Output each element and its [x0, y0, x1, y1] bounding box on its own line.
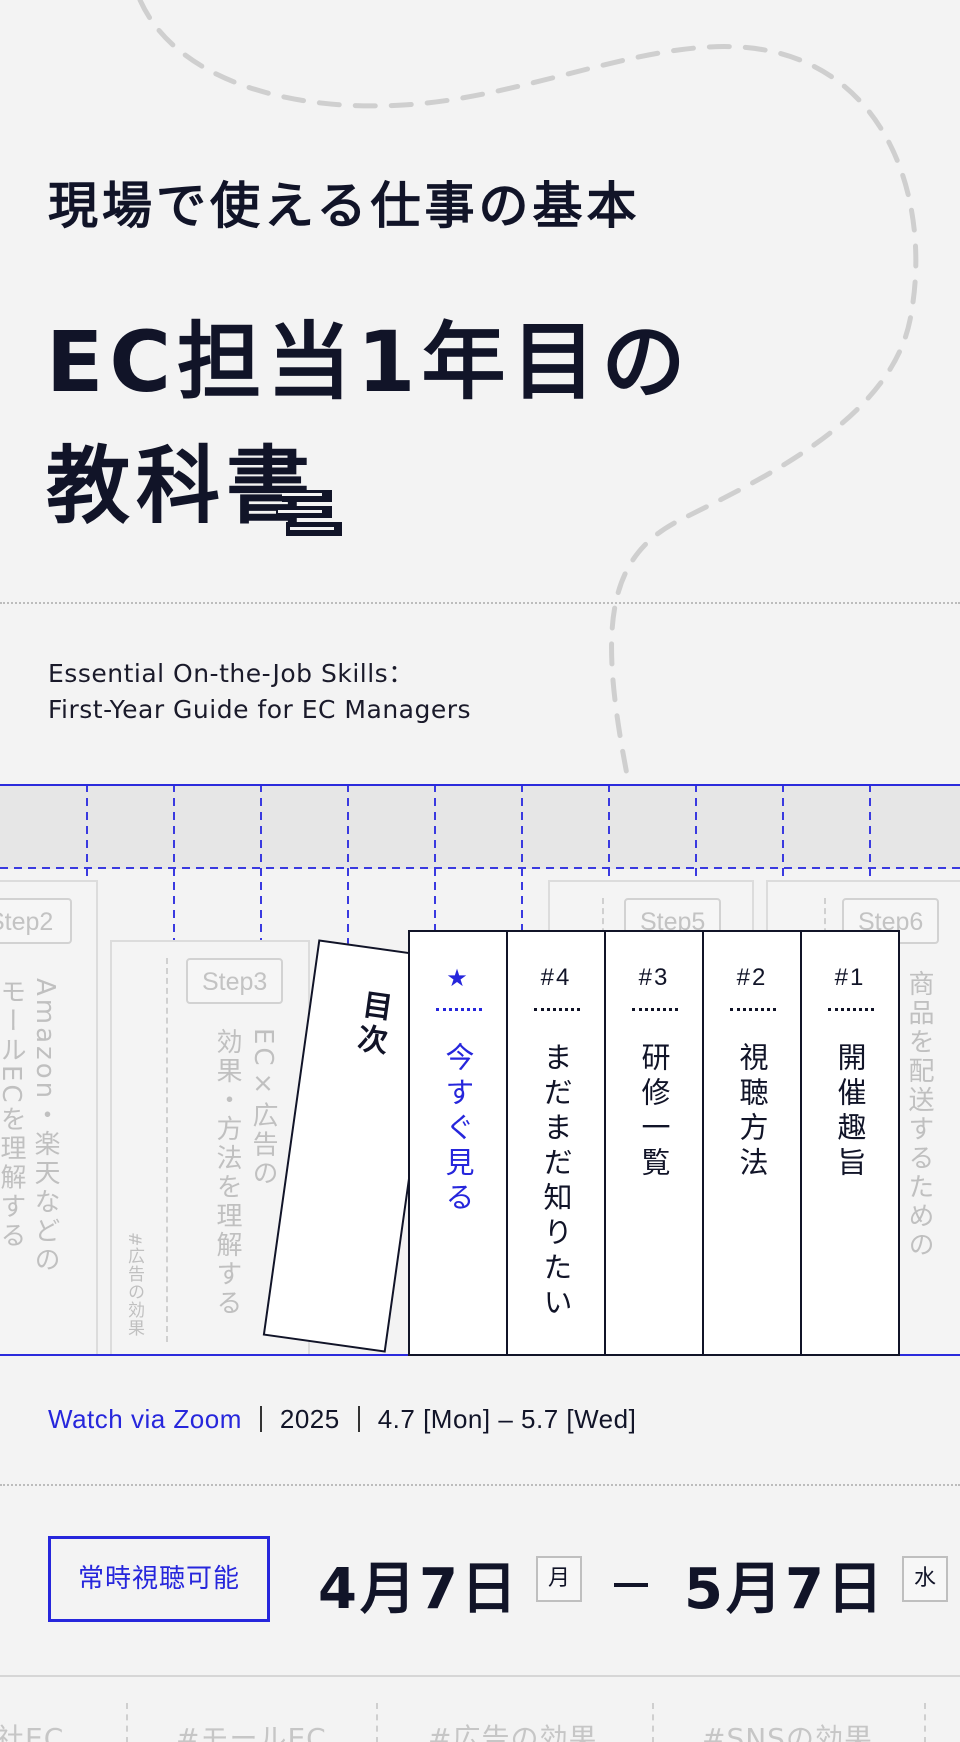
platform-text: Watch via Zoom [48, 1404, 242, 1434]
title-line-2-wrap: 教科書 [46, 424, 342, 548]
nav-books: ★ 今すぐ見る #4 まだまだ知りたい #3 研修一覧 #2 視聴方法 #1 開… [408, 930, 900, 1356]
step3-tag: Step3 [186, 958, 284, 1004]
step2-tag: Step2 [0, 898, 72, 944]
end-date: 5月7日 [684, 1557, 886, 1622]
decorative-curve [137, 0, 919, 790]
date-range-dash [614, 1583, 648, 1587]
title-line-2: 教科書 [46, 437, 317, 535]
always-available-badge: 常時視聴可能 [48, 1536, 270, 1622]
nav-how-to-watch[interactable]: #2 視聴方法 [702, 930, 802, 1356]
divider [0, 1484, 960, 1486]
hashtag-row: 社EC #モールEC #広告の効果 #SNSの効果 [0, 1675, 960, 1742]
hashtag-item[interactable]: 社EC [0, 1722, 65, 1742]
title-line-1: EC担当1年目の [46, 313, 692, 411]
toc-label: 目次 [349, 987, 394, 1060]
year-text: 2025 [279, 1404, 340, 1434]
nav-separator [730, 1008, 776, 1011]
page-subtitle: 現場で使える仕事の基本 [48, 177, 641, 235]
hashtag-item[interactable]: #広告の効果 [428, 1722, 598, 1742]
separator [357, 1406, 360, 1432]
step3-text-sub: 効果・方法を理解する [212, 1028, 242, 1318]
nav-label: まだまだ知りたい [539, 1042, 573, 1322]
date-range-text: 4.7 [Mon] – 5.7 [Wed] [377, 1404, 637, 1434]
nav-label: 開催趣旨 [833, 1042, 867, 1182]
nav-number: #2 [736, 964, 768, 991]
book-step2[interactable]: Step2 Amazon・楽天などの モールECを理解する [0, 880, 98, 1356]
shelf-top-line [0, 784, 960, 786]
hashtag-separator [126, 1703, 128, 1742]
nav-number: #4 [540, 964, 572, 991]
nav-label: 研修一覧 [637, 1042, 671, 1182]
nav-more[interactable]: #4 まだまだ知りたい [506, 930, 606, 1356]
star-icon: ★ [446, 965, 470, 992]
english-line-2: First-Year Guide for EC Managers [48, 695, 472, 724]
separator [259, 1406, 262, 1432]
nav-purpose[interactable]: #1 開催趣旨 [800, 930, 900, 1356]
divider [0, 602, 960, 604]
books-icon [276, 490, 342, 536]
hashtag-item[interactable]: #SNSの効果 [702, 1722, 873, 1742]
start-day-of-week: 月 [536, 1556, 582, 1602]
nav-separator [828, 1008, 874, 1011]
nav-label: 今すぐ見る [441, 1042, 475, 1217]
shelf-background [0, 784, 960, 869]
page-title: EC担当1年目の 教科書 [46, 300, 691, 548]
nav-training-list[interactable]: #3 研修一覧 [604, 930, 704, 1356]
step3-text-main: EC×広告の [248, 1028, 278, 1189]
hashtag-separator [924, 1703, 926, 1742]
step3-dashed-line [166, 958, 168, 1342]
english-title: Essential On-the-Job Skills： First-Year … [48, 656, 471, 728]
nav-separator [632, 1008, 678, 1011]
step2-text-main: Amazon・楽天などの [30, 978, 60, 1276]
book-step3[interactable]: Step3 #広告の効果 EC×広告の 効果・方法を理解する [110, 940, 310, 1356]
event-info: Watch via Zoom 2025 4.7 [Mon] – 5.7 [Wed] [48, 1404, 636, 1435]
step6-text-main: 商品を配送するための [904, 970, 934, 1260]
hashtag-separator [376, 1703, 378, 1742]
hashtag-separator [652, 1703, 654, 1742]
nav-number: #1 [834, 964, 866, 991]
end-day-of-week: 水 [902, 1556, 948, 1602]
english-line-1: Essential On-the-Job Skills： [48, 659, 414, 688]
nav-separator [436, 1008, 482, 1011]
nav-number: #3 [638, 964, 670, 991]
nav-label: 視聴方法 [735, 1042, 769, 1182]
nav-watch-now[interactable]: ★ 今すぐ見る [408, 930, 508, 1356]
step3-hashtag: #広告の効果 [124, 1232, 144, 1338]
start-date: 4月7日 [318, 1557, 520, 1622]
nav-separator [534, 1008, 580, 1011]
hashtag-item[interactable]: #モールEC [176, 1722, 327, 1742]
step2-text-sub: モールECを理解する [0, 978, 26, 1251]
